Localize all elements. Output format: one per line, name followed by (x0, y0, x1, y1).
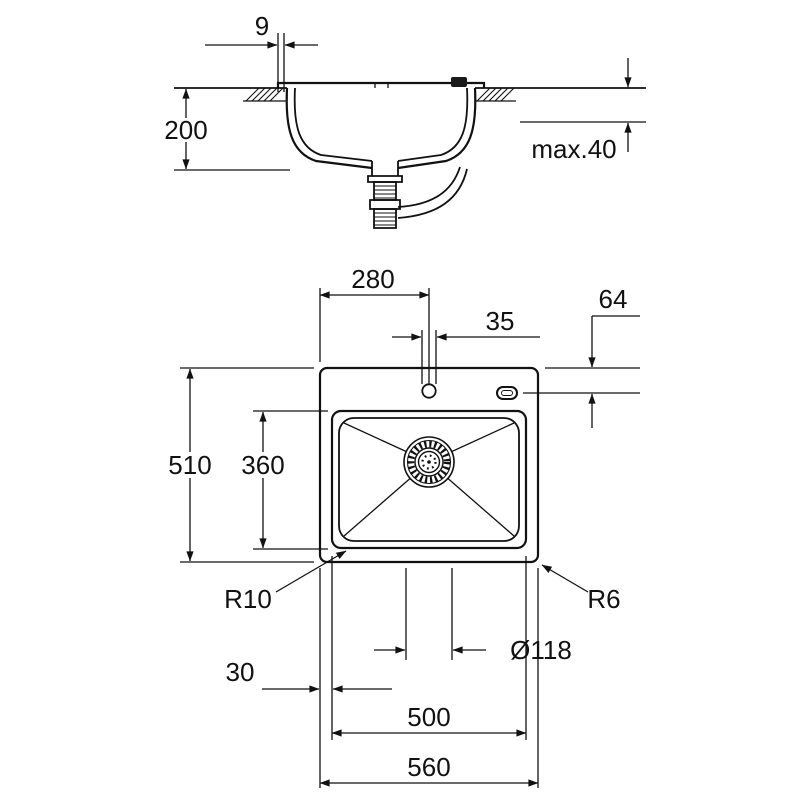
dimension-overall-width-560: 560 (319, 568, 539, 788)
dim-label-depth: 200 (164, 115, 207, 145)
dimension-rim-9: 9 (205, 11, 318, 92)
dim-label-overall-width: 560 (407, 752, 450, 782)
dimension-overall-depth-510: 510 (168, 367, 314, 563)
dimension-countertop-max40: max.40 (520, 58, 646, 164)
dimension-depth-200: 200 (164, 88, 290, 171)
dim-label-tap-hole: 35 (486, 306, 515, 336)
bowl-inner-wall (293, 87, 469, 162)
remote-knob-section (451, 77, 467, 87)
dim-label-drain: Ø118 (510, 635, 572, 665)
dim-label-side-margin: 30 (226, 657, 255, 687)
dim-label-bowl-width: 500 (407, 702, 450, 732)
dim-label-bowl-depth: 360 (241, 450, 284, 480)
dim-label-overall-depth: 510 (168, 450, 211, 480)
countertop-hatch-left (245, 87, 284, 102)
dim-label-rear-offset: 64 (599, 284, 628, 314)
bowl-outline (330, 409, 528, 550)
countertop-hatch-right (476, 87, 515, 102)
dimension-bowl-radius-R10: R10 (224, 550, 347, 614)
drain-strainer (403, 436, 455, 488)
dim-label-countertop: max.40 (531, 134, 616, 164)
bowl-corner-diagonals (343, 422, 515, 537)
dimension-outer-radius-R6: R6 (541, 564, 621, 614)
dimension-drain-118: Ø118 (374, 568, 572, 665)
plan-view (318, 366, 540, 564)
side-section-view (174, 77, 646, 229)
drain-assembly-section (367, 161, 403, 229)
dim-label-tap-center: 280 (351, 264, 394, 294)
dim-label-outer-radius: R6 (587, 584, 620, 614)
overflow-pipe-arc (397, 166, 468, 219)
dimension-rear-offset-64: 64 (523, 284, 640, 428)
accessory-hole (496, 386, 518, 400)
dimension-bowl-depth-360: 360 (241, 410, 328, 550)
dimension-bowl-width-500: 500 (331, 556, 527, 740)
dimension-side-margin-30: 30 (226, 556, 392, 788)
tap-hole-section-marks (374, 83, 389, 88)
tap-hole (421, 383, 437, 399)
dimension-tap-hole-35: 35 (392, 306, 540, 384)
dimension-tap-center-280: 280 (319, 264, 430, 384)
bowl-inner-edge (338, 417, 520, 542)
dim-label-rim: 9 (255, 11, 269, 41)
bowl-outer-wall (285, 87, 477, 170)
dim-label-bowl-radius: R10 (224, 584, 272, 614)
cutout-face-lines (286, 88, 476, 101)
